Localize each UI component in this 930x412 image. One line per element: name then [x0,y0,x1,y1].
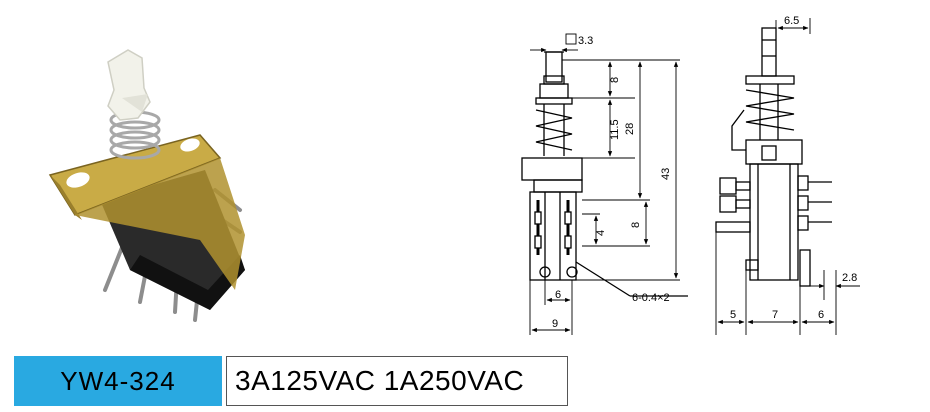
dim-hole-note: 6-0.4×2 [632,292,670,304]
side-view [715,27,832,287]
switch-knob [107,49,151,121]
dim-spring-section: 11.5 [609,119,621,140]
dim-pin-pitch: 6 [555,289,561,301]
dim-overall-to-terminal: 28 [624,123,636,135]
dim-bottom-right: 6 [818,309,824,321]
switch-spring [109,110,161,160]
dim-bottom-middle: 7 [772,309,778,321]
rating-label: 3A125VAC 1A250VAC [226,356,568,406]
dim-total-height: 43 [660,168,672,180]
dim-stem-offset: 6.5 [784,15,799,27]
model-label: YW4-324 [14,356,222,406]
switch-photo [48,49,245,322]
front-view [521,51,688,297]
dim-stem-width: 3.3 [578,35,593,47]
dim-button-travel: 8 [609,77,621,83]
dimension-drawings: 3.3 8 11.5 28 43 4 8 6 9 6-0.4×2 [521,15,860,335]
dim-terminal-span: 8 [630,222,642,228]
dim-side-pin-pitch: 2.8 [842,272,857,284]
dim-bottom-left: 5 [730,309,736,321]
dim-terminal-gap: 4 [595,230,607,236]
dim-body-width: 9 [552,318,558,330]
